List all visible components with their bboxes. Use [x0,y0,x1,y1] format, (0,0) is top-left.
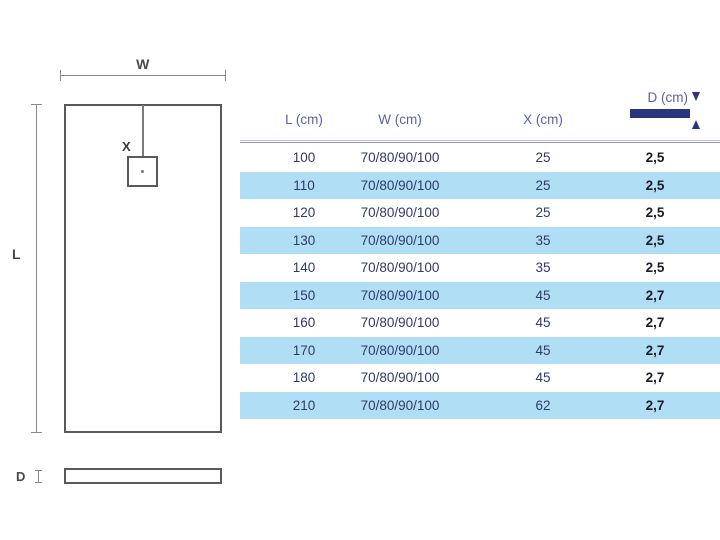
column-header-depth: D (cm) [647,90,689,105]
cell-drain-offset: 25 [535,150,551,165]
header-rule-thin [240,140,720,141]
column-header-depth-group: D (cm) [620,90,720,140]
cell-width: 70/80/90/100 [360,205,440,220]
table-row: 140 70/80/90/100 35 2,5 [240,254,720,282]
cell-width: 70/80/90/100 [360,287,440,303]
cell-length: 130 [292,232,316,248]
column-header-drain-offset: X (cm) [523,112,563,127]
cell-depth: 2,7 [645,287,665,303]
cell-length: 120 [292,205,316,220]
cell-drain-offset: 25 [535,205,551,220]
cell-depth: 2,7 [645,370,665,385]
length-tick-bottom [31,432,42,433]
depth-bar-indicator [630,109,690,118]
table-row: 170 70/80/90/100 45 2,7 [240,336,720,364]
cell-length: 100 [292,150,316,165]
cell-depth: 2,5 [645,260,665,275]
cell-width: 70/80/90/100 [360,397,440,413]
header-rule-thick [240,142,720,143]
column-header-length: L (cm) [285,112,323,127]
technical-drawing: W L X D [0,0,240,540]
cell-width: 70/80/90/100 [360,370,440,385]
cell-drain-offset: 45 [535,287,551,303]
arrow-up-icon [692,120,700,129]
cell-width: 70/80/90/100 [360,315,440,330]
shower-tray-side-view [64,468,222,484]
table-row: 120 70/80/90/100 25 2,5 [240,199,720,227]
table-row: 180 70/80/90/100 45 2,7 [240,364,720,392]
specification-table: L (cm) W (cm) X (cm) D (cm) 100 70/80/90/… [240,90,720,419]
width-tick-left [60,70,61,81]
cell-depth: 2,7 [645,342,665,358]
cell-width: 70/80/90/100 [360,177,440,193]
length-dimension-line [36,104,37,433]
width-tick-right [225,70,226,81]
cell-width: 70/80/90/100 [360,232,440,248]
depth-dimension-label: D [16,469,27,484]
cell-depth: 2,5 [645,232,665,248]
table-row: 150 70/80/90/100 45 2,7 [240,281,720,309]
cell-drain-offset: 62 [535,397,551,413]
table-header-row: L (cm) W (cm) X (cm) D (cm) [240,90,720,140]
cell-drain-offset: 45 [535,315,551,330]
cell-depth: 2,5 [645,205,665,220]
depth-dimension-tick [35,470,42,483]
cell-length: 150 [292,287,316,303]
cell-drain-offset: 45 [535,342,551,358]
table-body: 100 70/80/90/100 25 2,5 110 70/80/90/100 25 2,5… [240,144,720,419]
drain-leader-line [142,105,144,173]
column-header-width: W (cm) [378,112,422,127]
cell-length: 170 [292,342,316,358]
table-row: 100 70/80/90/100 25 2,5 [240,144,720,172]
cell-drain-offset: 25 [535,177,551,193]
cell-depth: 2,7 [645,397,665,413]
cell-drain-offset: 45 [535,370,551,385]
arrow-down-icon [692,92,700,101]
drain-center-dot [141,170,144,173]
table-row: 160 70/80/90/100 45 2,7 [240,309,720,337]
cell-length: 210 [292,397,316,413]
cell-length: 140 [292,260,316,275]
length-tick-top [31,104,42,105]
cell-length: 110 [293,177,315,193]
length-dimension-label: L [12,246,22,262]
table-row: 130 70/80/90/100 35 2,5 [240,226,720,254]
cell-length: 180 [292,370,316,385]
cell-depth: 2,5 [645,150,665,165]
width-dimension-line [60,75,226,76]
cell-length: 160 [292,315,316,330]
cell-drain-offset: 35 [535,232,551,248]
cell-width: 70/80/90/100 [360,150,440,165]
cell-width: 70/80/90/100 [360,342,440,358]
cell-width: 70/80/90/100 [360,260,440,275]
cell-depth: 2,5 [645,177,665,193]
width-dimension-label: W [136,56,150,72]
table-row: 110 70/80/90/100 25 2,5 [240,171,720,199]
cell-depth: 2,7 [645,315,665,330]
drain-offset-label: X [122,139,131,154]
cell-drain-offset: 35 [535,260,551,275]
table-row: 210 70/80/90/100 62 2,7 [240,391,720,419]
